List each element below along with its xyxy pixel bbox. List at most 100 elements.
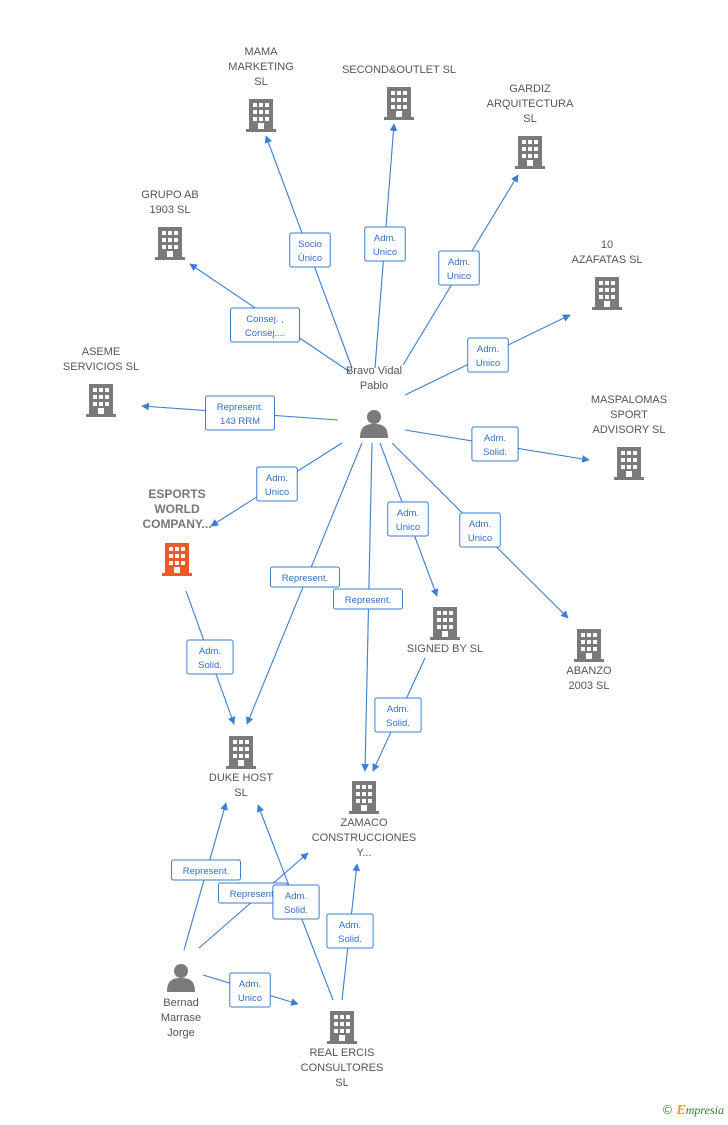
edge-label-box (387, 501, 429, 537)
company-node-esports[interactable]: ESPORTSWORLDCOMPANY... (142, 487, 212, 576)
edge-label-bravo-to-gardiz[interactable]: Adm.Unico (438, 250, 480, 286)
node-label: ARQUITECTURA (487, 98, 574, 110)
company-node-aseme[interactable]: ASEME SERVICIOS SL (63, 346, 139, 417)
edge-label-bravo-to-maspalomas[interactable]: Adm. Solid. (471, 426, 519, 462)
edge-label-text: Solid. (338, 934, 362, 945)
edge-label-text: Solid. (284, 905, 308, 916)
node-label: SL (234, 787, 247, 799)
node-label: MASPALOMAS (591, 394, 667, 406)
node-label: 1903 SL (150, 204, 191, 216)
building-icon (384, 87, 414, 120)
edge-label-box (229, 972, 271, 1008)
node-label: SIGNED BY SL (407, 643, 483, 655)
node-label: SL (523, 113, 536, 125)
edge-label-text: Unico (373, 247, 397, 258)
building-icon (614, 447, 644, 480)
company-node-gardiz[interactable]: GARDIZ ARQUITECTURA SL (487, 83, 574, 169)
edge-label-text: Consej.... (245, 328, 285, 339)
company-node-zamaco[interactable]: ZAMACOCONSTRUCCIONESY... (312, 781, 417, 859)
node-label: ASEME (82, 346, 121, 358)
node-label: Y... (356, 847, 371, 859)
edge-label-box (326, 913, 374, 949)
edge-label-box (471, 426, 519, 462)
building-icon (155, 227, 185, 260)
building-icon (162, 543, 192, 576)
company-node-maspalomas[interactable]: MASPALOMAS SPORT ADVISORY SL (591, 394, 667, 480)
edge-label-bernad-to-duke[interactable]: Represent. (171, 859, 241, 881)
edge-label-text: Unico (396, 522, 420, 533)
edge-label-text: Unico (265, 487, 289, 498)
edge-label-text: Adm. (469, 519, 491, 530)
company-node-duke[interactable]: DUKE HOST SL (209, 736, 273, 799)
edge-label-text: Adm. (285, 891, 307, 902)
edge-label-bravo-to-abanzo[interactable]: Adm.Unico (459, 512, 501, 548)
edge-label-box (364, 226, 406, 262)
edge-label-box (333, 588, 403, 610)
node-label: CONSULTORES (301, 1062, 384, 1074)
building-icon (349, 781, 379, 814)
node-label: ADVISORY SL (593, 424, 666, 436)
person-icon (360, 410, 388, 438)
edge-label-bravo-to-duke[interactable]: Represent. (270, 566, 340, 588)
edge-label-text: Adm. (484, 433, 506, 444)
edge-label-signed-to-zamaco[interactable]: Adm.Solid. (374, 697, 422, 733)
empresia-footer[interactable]: ©Empresia (661, 1103, 724, 1119)
edge-label-text: Represent. (345, 595, 391, 606)
edge-label-bravo-to-grupoab[interactable]: Consej. , Consej.... (230, 307, 300, 343)
edge-label-box (230, 307, 300, 343)
edge-label-box (289, 232, 331, 268)
edge-label-box (272, 884, 320, 920)
edge-label-bernad-to-realercis[interactable]: Adm.Unico (229, 972, 271, 1008)
edge-label-box (374, 697, 422, 733)
company-node-signed[interactable]: SIGNED BY SL (407, 607, 483, 655)
person-icon (167, 964, 195, 992)
edge-label-bravo-to-second[interactable]: Adm. Unico (364, 226, 406, 262)
edge-label-bravo-to-azafatas[interactable]: Adm.Unico (467, 337, 509, 373)
brand-logo-e: E (676, 1103, 686, 1118)
edge-label-text: Adm. (374, 233, 396, 244)
edge-label-realercis-to-duke[interactable]: Adm. Solid. (272, 884, 320, 920)
node-label: SERVICIOS SL (63, 361, 139, 373)
company-node-second[interactable]: SECOND&OUTLET SL (342, 64, 456, 120)
edge-label-bravo-to-zamaco[interactable]: Represent. (333, 588, 403, 610)
node-label: Marrase (161, 1012, 201, 1024)
node-label: GARDIZ (509, 83, 551, 95)
edge-label-text: Represent. (183, 866, 229, 877)
edge-label-box (467, 337, 509, 373)
edge-label-bravo-to-signed[interactable]: Adm. Unico (387, 501, 429, 537)
node-label: CONSTRUCCIONES (312, 832, 417, 844)
edge-label-esports-to-duke[interactable]: Adm.Solid. (186, 639, 234, 675)
edge-label-realercis-to-zamaco[interactable]: Adm.Solid. (326, 913, 374, 949)
building-icon (86, 384, 116, 417)
edge-label-bravo-to-aseme[interactable]: Represent.143 RRM (205, 395, 275, 431)
edge-label-box (256, 466, 298, 502)
node-label: SL (335, 1077, 348, 1089)
node-label: ABANZO (566, 665, 612, 677)
edge-label-text: Adm. (477, 344, 499, 355)
node-label: Bravo Vidal (346, 365, 402, 377)
node-label: SPORT (610, 409, 648, 421)
edge-label-text: Socio (298, 239, 322, 250)
edge-label-text: Único (298, 253, 322, 264)
edge-label-text: Unico (447, 271, 471, 282)
edge-label-text: Adm. (397, 508, 419, 519)
edge-label-text: Solid. (386, 718, 410, 729)
building-icon (246, 99, 276, 132)
edge-label-text: 143 RRM (220, 416, 260, 427)
edge-label-text: Solid. (483, 447, 507, 458)
edge-label-text: Consej. , (246, 314, 284, 325)
building-icon (515, 136, 545, 169)
edge-label-bravo-to-esports[interactable]: Adm.Unico (256, 466, 298, 502)
node-label: 10 (601, 239, 613, 251)
node-label: DUKE HOST (209, 772, 273, 784)
